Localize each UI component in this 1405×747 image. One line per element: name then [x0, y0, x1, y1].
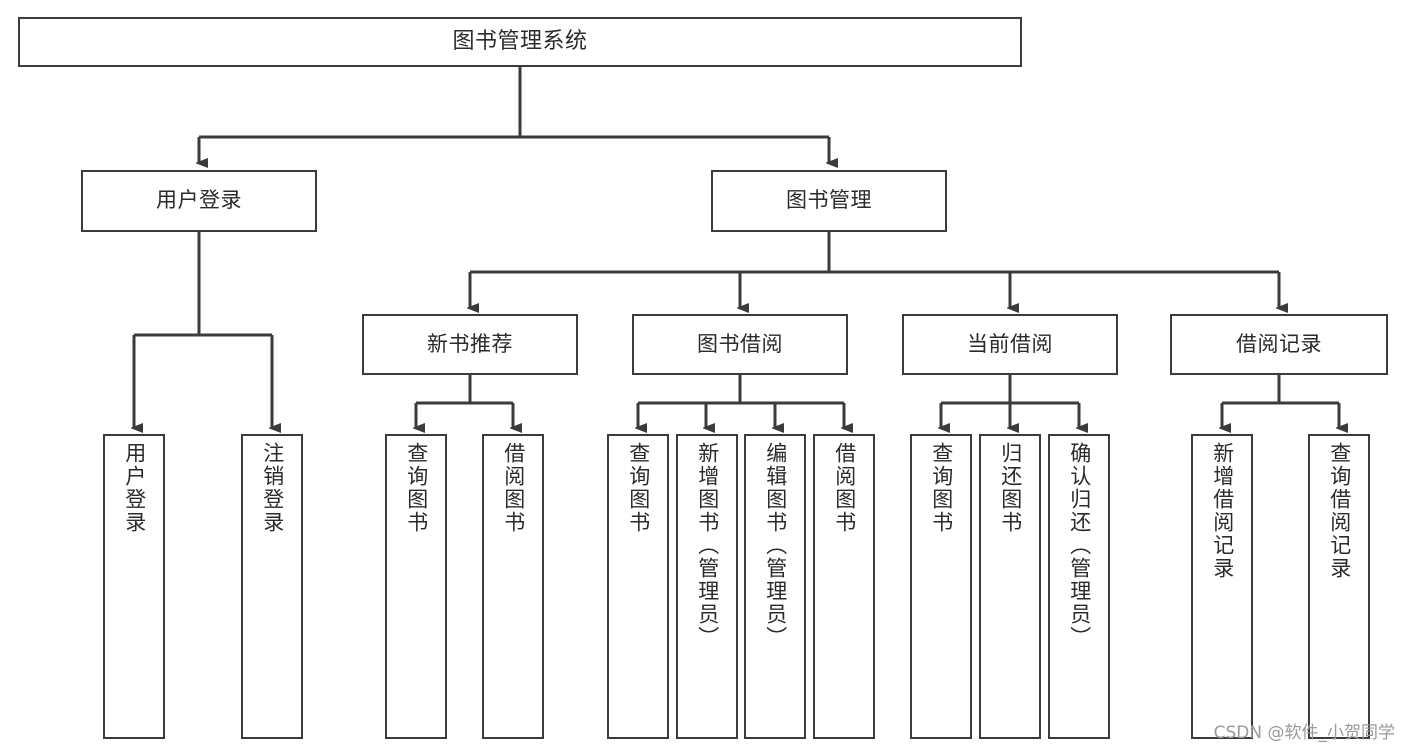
leaf-new-book-borrow[interactable]: 借阅图书 [482, 434, 544, 739]
node-label: 查询图书 [929, 442, 954, 534]
leaf-current-borrow-return[interactable]: 归还图书 [979, 434, 1041, 739]
node-label: 用户登录 [122, 442, 147, 534]
node-label: 图书管理 [786, 188, 872, 213]
leaf-book-borrow-borrow[interactable]: 借阅图书 [813, 434, 875, 739]
node-label: 用户登录 [156, 188, 242, 213]
watermark-text: CSDN @软件_小贺同学 [1213, 723, 1395, 743]
node-label: 注销登录 [260, 442, 285, 534]
leaf-borrow-records-add[interactable]: 新增借阅记录 [1191, 434, 1253, 739]
node-label: 归还图书 [998, 442, 1023, 534]
node-book-management[interactable]: 图书管理 [711, 170, 947, 232]
leaf-book-borrow-edit[interactable]: 编辑图书（管理员） [744, 434, 806, 739]
node-label: 新书推荐 [427, 331, 513, 356]
node-root-system[interactable]: 图书管理系统 [18, 17, 1022, 67]
node-current-borrow[interactable]: 当前借阅 [902, 314, 1118, 375]
leaf-user-login-login[interactable]: 用户登录 [103, 434, 165, 739]
leaf-borrow-records-query[interactable]: 查询借阅记录 [1308, 434, 1370, 739]
node-book-borrow[interactable]: 图书借阅 [632, 314, 848, 375]
node-label: 查询图书 [626, 442, 651, 534]
node-label: 借阅图书 [501, 442, 526, 534]
leaf-book-borrow-add[interactable]: 新增图书（管理员） [676, 434, 738, 739]
node-label: 借阅图书 [832, 442, 857, 534]
node-label: 新增图书（管理员） [695, 442, 720, 649]
node-user-login[interactable]: 用户登录 [81, 170, 317, 232]
leaf-user-login-logout[interactable]: 注销登录 [241, 434, 303, 739]
node-label: 查询借阅记录 [1327, 442, 1352, 580]
node-label: 确认归还（管理员） [1067, 442, 1092, 649]
node-label: 查询图书 [404, 442, 429, 534]
node-label: 编辑图书（管理员） [763, 442, 788, 649]
node-label: 图书借阅 [697, 331, 783, 356]
node-label: 新增借阅记录 [1210, 442, 1235, 580]
leaf-new-book-query[interactable]: 查询图书 [385, 434, 447, 739]
node-label: 当前借阅 [967, 331, 1053, 356]
node-label: 图书管理系统 [452, 28, 588, 54]
node-borrow-records[interactable]: 借阅记录 [1170, 314, 1388, 375]
leaf-book-borrow-query[interactable]: 查询图书 [607, 434, 669, 739]
leaf-current-borrow-query[interactable]: 查询图书 [910, 434, 972, 739]
node-new-book-recommend[interactable]: 新书推荐 [362, 314, 578, 375]
leaf-current-borrow-confirm-return[interactable]: 确认归还（管理员） [1048, 434, 1110, 739]
node-label: 借阅记录 [1236, 331, 1322, 356]
